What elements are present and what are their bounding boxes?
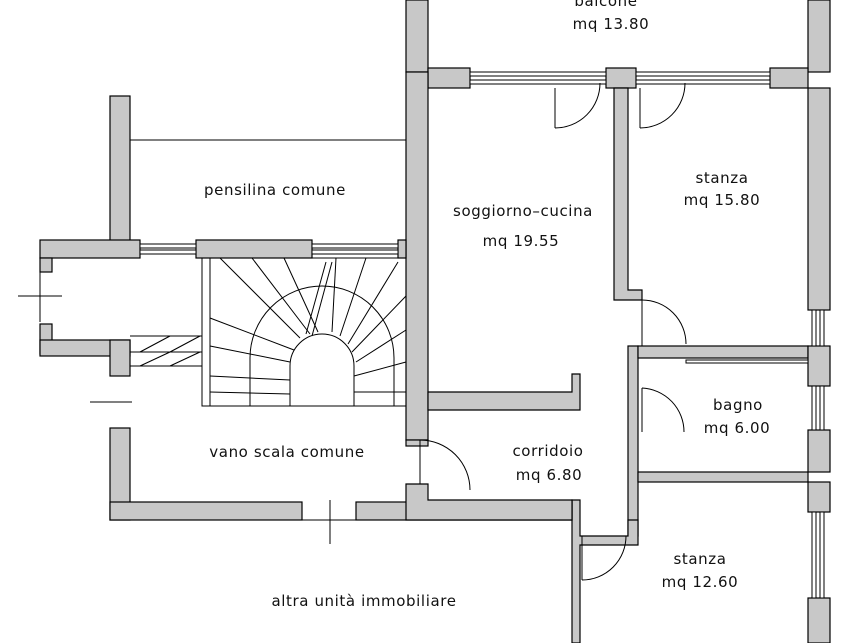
staircase xyxy=(130,257,407,407)
bagno-area: mq 6.00 xyxy=(703,419,771,437)
right-windows xyxy=(685,309,825,599)
soggiorno-label: soggiorno–cucina xyxy=(453,202,593,220)
stanza-2-label: stanza xyxy=(673,550,727,568)
corridoio-area: mq 6.80 xyxy=(515,466,583,484)
balcony-walls xyxy=(405,0,831,89)
altra-unita-label: altra unità immobiliare xyxy=(271,592,457,610)
balcony-doors xyxy=(554,82,686,129)
balcone-area: mq 13.80 xyxy=(572,15,650,33)
soggiorno-area: mq 19.55 xyxy=(482,232,560,250)
stanza-1-area: mq 15.80 xyxy=(683,191,761,209)
bagno-label: bagno xyxy=(713,396,763,414)
stanza-1-label: stanza xyxy=(695,169,749,187)
stanza-2-area: mq 12.60 xyxy=(661,573,739,591)
balcone-label: balcone xyxy=(574,0,638,10)
stair-area xyxy=(18,95,573,544)
balcony-windows xyxy=(469,71,771,85)
vano-scala-label: vano scala comune xyxy=(209,443,365,461)
interior-walls xyxy=(405,71,831,643)
pensilina-label: pensilina comune xyxy=(204,181,346,199)
corridoio-label: corridoio xyxy=(512,442,584,460)
interior-doors xyxy=(419,299,687,581)
